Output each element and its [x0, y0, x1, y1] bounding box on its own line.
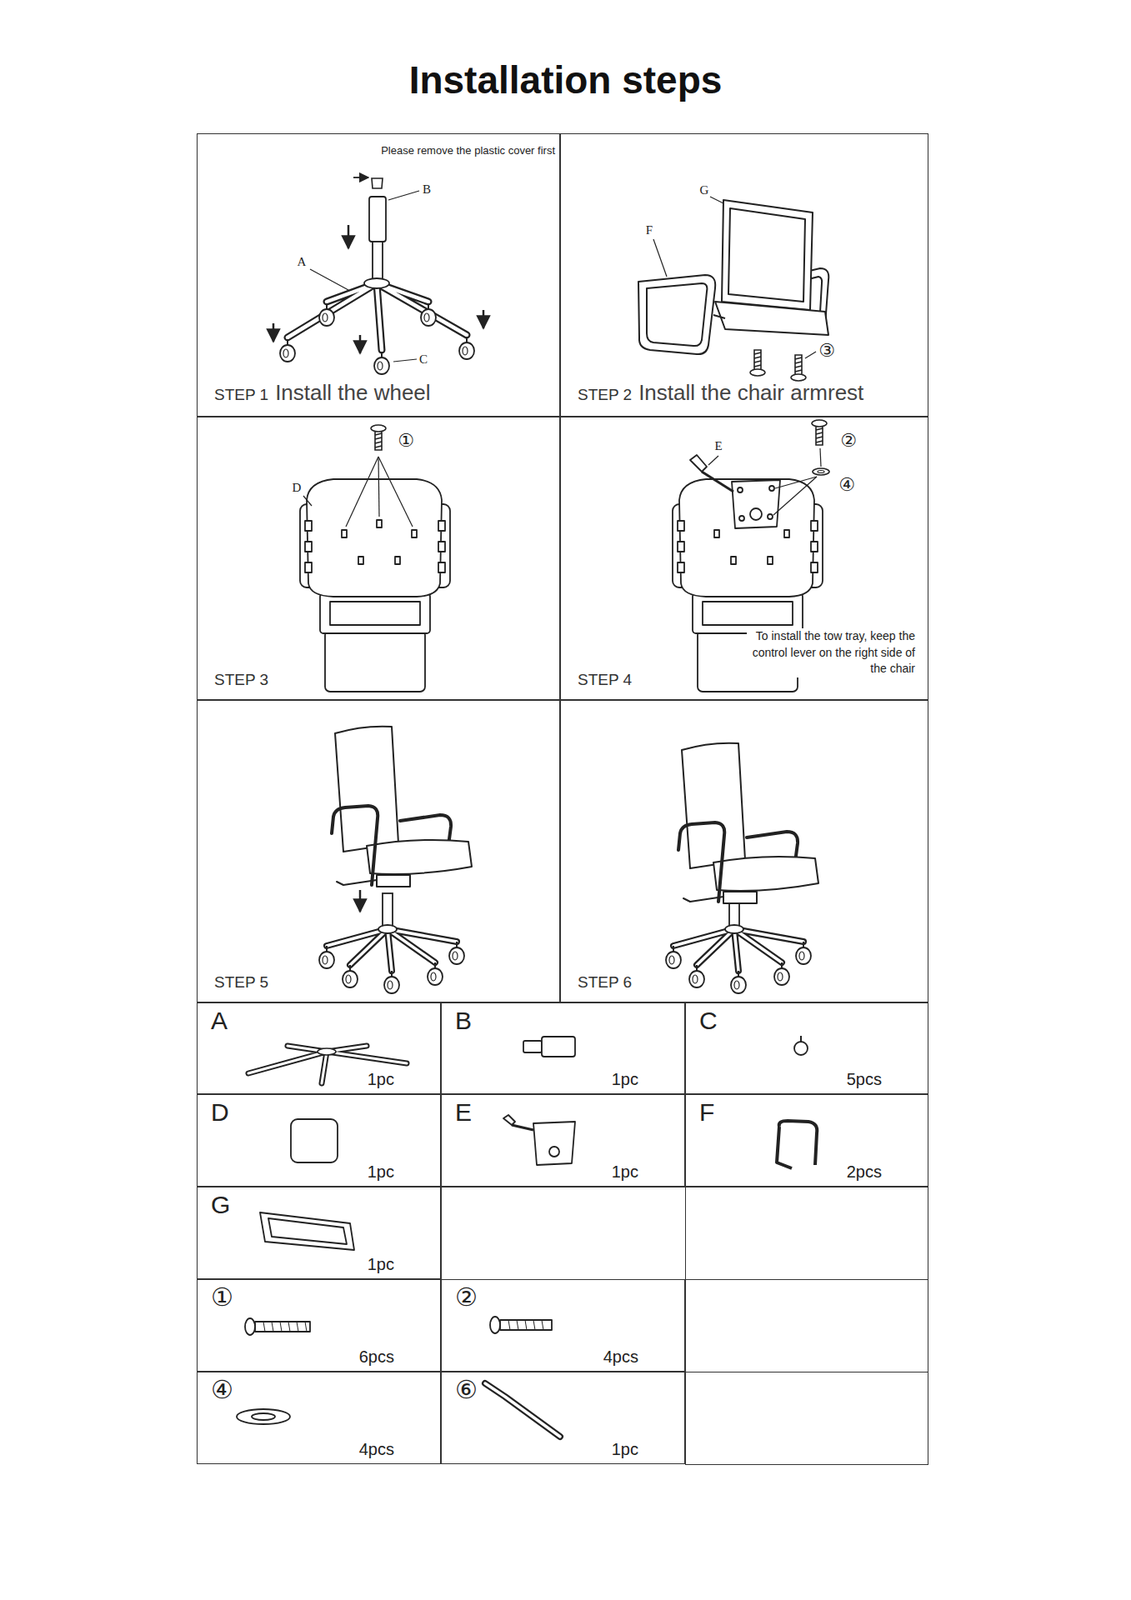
step-title: Install the chair armrest — [638, 380, 864, 406]
callout-number: ④ — [838, 474, 856, 496]
part-quantity: 2pcs — [846, 1162, 882, 1182]
part-letter: F — [645, 223, 653, 238]
step-number: STEP 6 — [577, 973, 632, 992]
step-caption: STEP 1 Install the wheel — [214, 380, 431, 406]
step-title: Install the wheel — [275, 380, 431, 406]
part-letter: B — [455, 1006, 472, 1036]
part-letter: B — [422, 182, 431, 197]
part-quantity: 1pc — [611, 1440, 639, 1460]
part-quantity: 1pc — [611, 1070, 639, 1090]
callout-number: ③ — [818, 340, 836, 361]
note-text: To install the tow tray, keep the contro… — [746, 628, 917, 678]
parts-cell: F 2pcs — [685, 1094, 929, 1187]
part-letter: ⑥ — [455, 1376, 478, 1406]
part-letter: A — [210, 1006, 228, 1036]
step-caption: STEP 2 Install the chair armrest — [577, 380, 864, 406]
step-number: STEP 1 — [214, 385, 269, 405]
parts-cell: D 1pc — [196, 1094, 441, 1187]
part-quantity: 4pcs — [603, 1347, 639, 1367]
parts-cell: E 1pc — [440, 1094, 686, 1187]
part-letter: ② — [455, 1283, 478, 1313]
parts-cell: ① 6pcs — [196, 1279, 441, 1372]
parts-cell: G 1pc — [196, 1186, 441, 1280]
part-letter: ① — [210, 1283, 234, 1313]
step-number: STEP 3 — [214, 670, 269, 690]
parts-cell: ⑥ 1pc — [440, 1371, 686, 1465]
part-quantity: 1pc — [611, 1162, 639, 1182]
callout-number: ① — [397, 430, 415, 451]
step-panel: STEP 2 Install the chair armrest — [560, 133, 929, 417]
part-letter: F — [699, 1098, 715, 1128]
note-text: Please remove the plastic cover first — [380, 145, 556, 158]
parts-cell: B 1pc — [440, 1002, 686, 1095]
step-number: STEP 2 — [577, 385, 632, 405]
part-letter: D — [210, 1098, 230, 1128]
step-caption: STEP 3 — [214, 670, 269, 690]
step-panel: STEP 6 — [560, 700, 929, 1003]
part-letter: E — [714, 439, 722, 454]
part-letter: G — [210, 1191, 231, 1221]
page-title: Installation steps — [0, 58, 1131, 103]
step-caption: STEP 6 — [577, 973, 632, 992]
part-letter: G — [700, 183, 710, 198]
parts-cell: ④ 4pcs — [196, 1371, 441, 1465]
part-letter: E — [455, 1098, 472, 1128]
step-panel: STEP 1 Install the wheel — [196, 133, 561, 417]
part-quantity: 1pc — [367, 1255, 395, 1275]
step-caption: STEP 5 — [214, 973, 269, 992]
callout-number: ② — [840, 430, 857, 451]
parts-cell: C 5pcs — [685, 1002, 929, 1095]
part-quantity: 4pcs — [359, 1440, 395, 1460]
part-letter: C — [419, 352, 428, 367]
part-letter: ④ — [210, 1376, 234, 1406]
part-quantity: 6pcs — [359, 1347, 395, 1367]
parts-cell: A 1pc — [196, 1002, 441, 1095]
part-letter: D — [292, 480, 302, 496]
step-caption: STEP 4 — [577, 670, 632, 690]
step-number: STEP 4 — [577, 670, 632, 690]
part-quantity: 5pcs — [846, 1070, 882, 1090]
parts-cell: ② 4pcs — [440, 1279, 686, 1372]
part-letter: C — [699, 1006, 718, 1036]
part-letter: A — [297, 255, 307, 270]
part-quantity: 1pc — [367, 1162, 395, 1182]
part-quantity: 1pc — [367, 1070, 395, 1090]
step-panel: STEP 5 — [196, 700, 561, 1003]
step-panel: STEP 3 — [196, 416, 561, 701]
step-number: STEP 5 — [214, 973, 269, 992]
